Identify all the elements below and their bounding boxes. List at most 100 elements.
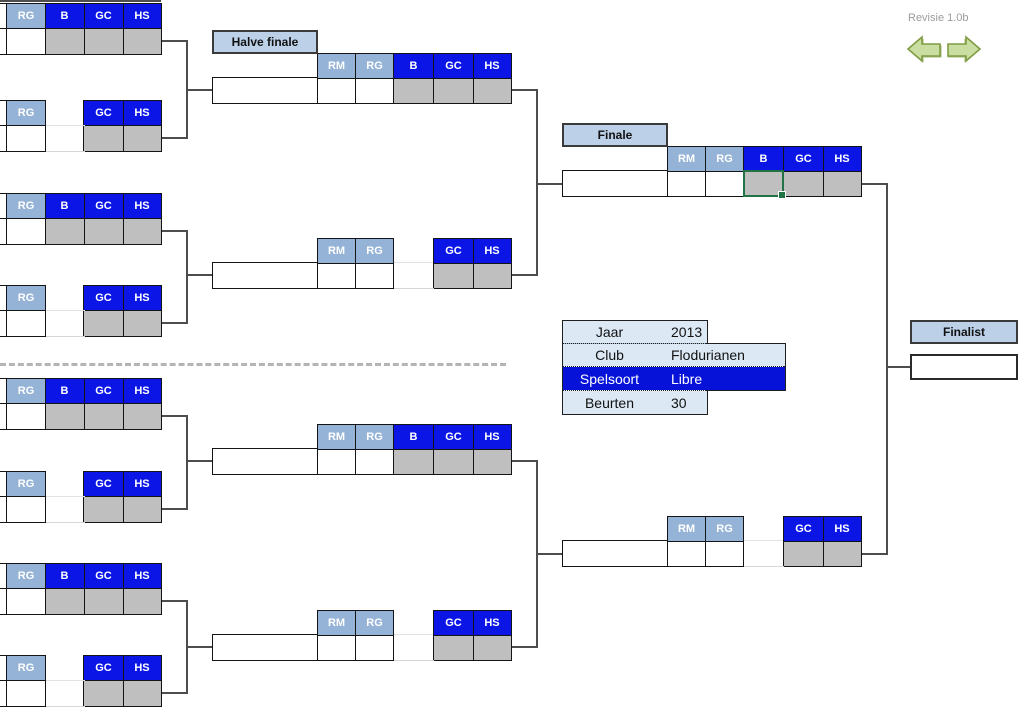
entry-cell-rg[interactable] [6, 218, 46, 245]
bracket-connector [160, 230, 188, 232]
entry-cell-rm[interactable] [667, 170, 706, 197]
fill-handle[interactable] [778, 191, 786, 199]
header-cell-gc: GC [433, 238, 474, 264]
score-cell-gc[interactable] [83, 680, 124, 707]
score-cell-gc[interactable] [83, 403, 124, 430]
entry-cell-sl[interactable] [0, 125, 7, 152]
entry-cell-sl[interactable] [0, 28, 7, 55]
entry-cell-rm[interactable] [317, 448, 356, 475]
header-cell-b: B [44, 563, 85, 589]
header-cell-gc: GC [433, 610, 474, 636]
entry-cell-rm[interactable] [317, 77, 356, 104]
header-cell-b: B [44, 378, 85, 404]
bracket-connector [887, 366, 911, 368]
entry-cell-sl[interactable] [0, 403, 7, 430]
entry-cell-rm[interactable] [667, 540, 706, 567]
bracket-connector [160, 508, 188, 510]
entry-cell-sl[interactable] [0, 680, 7, 707]
score-cell-hs[interactable] [122, 28, 162, 55]
entry-cell-rg[interactable] [6, 28, 46, 55]
score-cell-hs[interactable] [122, 218, 162, 245]
entry-cell-sl[interactable] [0, 310, 7, 337]
score-cell-hs[interactable] [122, 680, 162, 707]
finalist-name-cell[interactable] [910, 354, 1018, 380]
entry-cell-sl[interactable] [0, 496, 7, 523]
entry-cell-rg[interactable] [6, 680, 46, 707]
entry-cell-rg[interactable] [6, 496, 46, 523]
header-cell-rm: RM [317, 53, 356, 79]
score-cell-hs[interactable] [472, 634, 512, 661]
score-cell-b[interactable] [393, 77, 434, 104]
score-cell-hs[interactable] [122, 403, 162, 430]
score-cell-gc[interactable] [433, 448, 474, 475]
revision-text: Revisie 1.0b [908, 12, 969, 24]
entry-cell-rg[interactable] [6, 310, 46, 337]
score-cell-gc[interactable] [83, 218, 124, 245]
score-cell-hs[interactable] [122, 496, 162, 523]
bracket-connector [511, 274, 538, 276]
entry-cell-rg[interactable] [705, 540, 744, 567]
header-cell-rg: RG [355, 53, 394, 79]
score-cell-gc[interactable] [83, 310, 124, 337]
bracket-connector [160, 137, 188, 139]
header-cell-hs: HS [472, 238, 512, 264]
entry-cell-sl[interactable] [0, 218, 7, 245]
bracket-connector [187, 89, 213, 91]
score-cell-b[interactable] [44, 403, 85, 430]
entry-cell-rm[interactable] [317, 634, 356, 661]
entry-cell-rg[interactable] [355, 77, 394, 104]
score-cell-hs[interactable] [122, 588, 162, 615]
score-cell-gc[interactable] [433, 77, 474, 104]
entry-cell-rm[interactable] [317, 262, 356, 289]
score-cell-gc[interactable] [83, 28, 124, 55]
score-cell-hs[interactable] [122, 125, 162, 152]
player-name-cell[interactable] [212, 448, 318, 475]
info-value-spelsoort[interactable]: Libre [671, 370, 703, 387]
header-cell-rg: RG [6, 378, 46, 404]
player-name-cell[interactable] [562, 170, 668, 197]
entry-cell-rg[interactable] [355, 448, 394, 475]
previous-sheet-arrow-icon[interactable] [906, 34, 944, 66]
score-cell-b[interactable] [44, 588, 85, 615]
score-cell-b[interactable] [44, 28, 85, 55]
entry-cell-rg[interactable] [6, 125, 46, 152]
score-cell-gc[interactable] [433, 262, 474, 289]
entry-cell-rg[interactable] [6, 588, 46, 615]
score-cell-gc[interactable] [83, 496, 124, 523]
bracket-half-divider [0, 363, 506, 366]
score-cell-b[interactable] [44, 218, 85, 245]
score-cell-hs[interactable] [822, 170, 862, 197]
score-cell-gc[interactable] [433, 634, 474, 661]
info-value-club[interactable]: Flodurianen [671, 347, 745, 363]
header-cell-rm: RM [317, 238, 356, 264]
score-cell-hs[interactable] [472, 262, 512, 289]
score-cell-hs[interactable] [122, 310, 162, 337]
entry-cell-rg[interactable] [6, 403, 46, 430]
score-cell-hs[interactable] [472, 448, 512, 475]
score-cell-gc[interactable] [783, 170, 824, 197]
score-cell-hs[interactable] [822, 540, 862, 567]
score-cell-hs[interactable] [472, 77, 512, 104]
info-value-jaar[interactable]: 2013 [671, 324, 703, 340]
score-cell-gc[interactable] [83, 125, 124, 152]
entry-cell-rg[interactable] [355, 634, 394, 661]
score-cell-gc[interactable] [783, 540, 824, 567]
player-name-cell[interactable] [212, 634, 318, 661]
info-value-beurten[interactable]: 30 [671, 394, 687, 411]
entry-cell-rg[interactable] [705, 170, 744, 197]
info-separator [564, 366, 783, 367]
header-cell-rg: RG [355, 610, 394, 636]
header-cell-gc: GC [83, 378, 124, 404]
next-sheet-arrow-icon[interactable] [944, 34, 982, 66]
header-cell-hs: HS [472, 424, 512, 450]
info-label-beurten: Beurten [584, 394, 635, 411]
player-name-cell[interactable] [212, 262, 318, 289]
entry-cell-sl[interactable] [0, 588, 7, 615]
semifinal-label-text: Halve finale [231, 35, 299, 49]
entry-cell-rg[interactable] [355, 262, 394, 289]
score-cell-b[interactable] [393, 448, 434, 475]
header-cell-hs: HS [122, 378, 162, 404]
player-name-cell[interactable] [562, 540, 668, 567]
player-name-cell[interactable] [212, 77, 318, 104]
score-cell-gc[interactable] [83, 588, 124, 615]
